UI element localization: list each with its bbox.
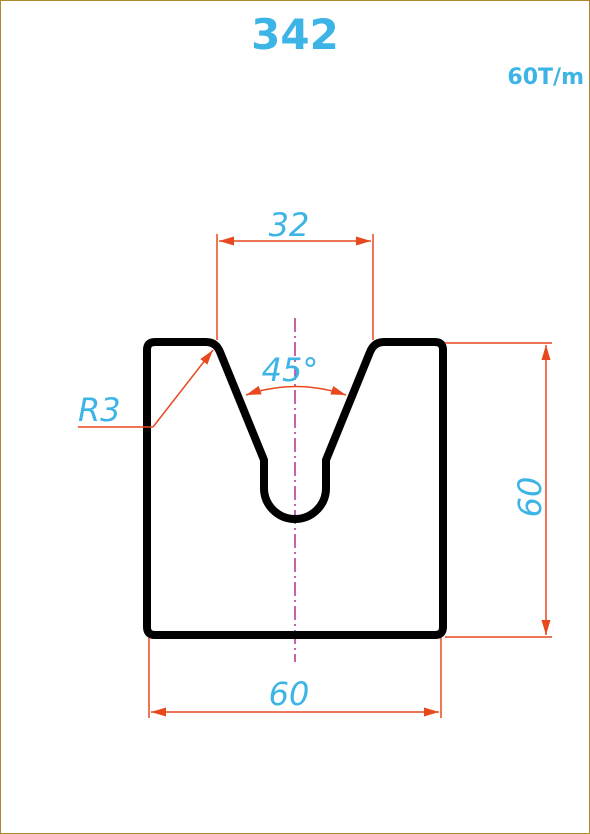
die-number: 342 <box>251 10 339 59</box>
die-profile <box>143 338 447 639</box>
angle-label: 45° <box>262 351 319 389</box>
tonnage-rating: 60T/m <box>507 65 584 90</box>
radius-dimension: R3 <box>78 349 214 429</box>
base-width-label: 60 <box>269 675 310 713</box>
angle-dimension: 45° <box>245 351 347 396</box>
radius-label: R3 <box>78 391 121 429</box>
opening-width-dimension: 32 <box>216 206 374 340</box>
height-dimension: 60 <box>445 342 552 638</box>
base-width-dimension: 60 <box>148 638 442 718</box>
opening-width-label: 32 <box>269 206 310 244</box>
height-label: 60 <box>511 477 549 518</box>
